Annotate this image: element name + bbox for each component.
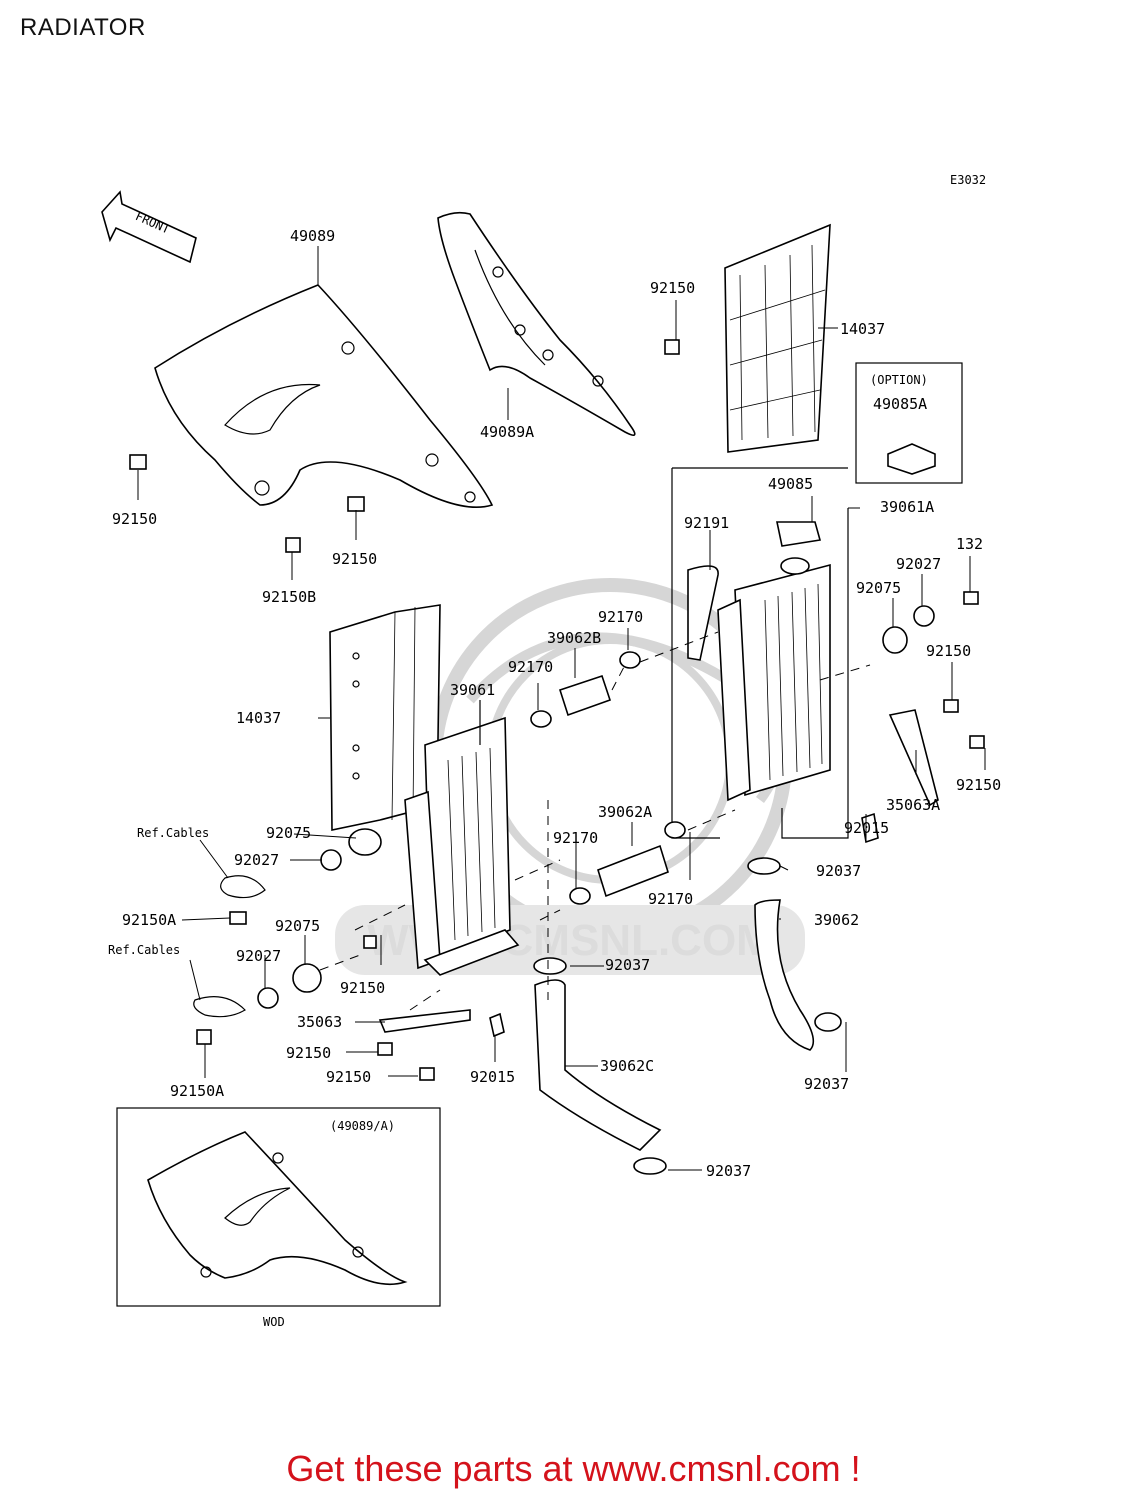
part-label: 92150	[332, 550, 377, 568]
part-label: 39062B	[547, 629, 601, 647]
part-label: 92027	[234, 851, 279, 869]
part-label: 92170	[648, 890, 693, 908]
part-label: 39061A	[880, 498, 934, 516]
clamps-and-fasteners	[129, 339, 985, 1175]
part-label: 39062C	[600, 1057, 654, 1075]
part-label: 92150	[286, 1044, 331, 1062]
shroud-49089a	[437, 211, 636, 436]
part-label: 92015	[470, 1068, 515, 1086]
part-label: 92150B	[262, 588, 316, 606]
page-title: RADIATOR	[20, 14, 146, 41]
part-label: 49089A	[480, 423, 534, 441]
part-label: 92150	[956, 776, 1001, 794]
part-label: 92150	[326, 1068, 371, 1086]
part-label: 92191	[684, 514, 729, 532]
part-labels: 49089 49089A 92150 14037 92150 92150 921…	[108, 227, 1001, 1180]
part-label: 92037	[706, 1162, 751, 1180]
hoses	[534, 674, 815, 1151]
part-label: 39062	[814, 911, 859, 929]
part-label: 92037	[816, 862, 861, 880]
ref-cables-label: Ref.Cables	[137, 826, 209, 840]
part-label: 14037	[236, 709, 281, 727]
part-label: 92027	[896, 555, 941, 573]
ref-cables-label: Ref.Cables	[108, 943, 180, 957]
part-label: 92075	[266, 824, 311, 842]
wod-header: (49089/A)	[330, 1119, 395, 1133]
part-label: 92150A	[122, 911, 176, 929]
part-label: 92150	[340, 979, 385, 997]
part-label: 92015	[844, 819, 889, 837]
part-label: 14037	[840, 320, 885, 338]
diagram-code: E3032	[950, 173, 986, 187]
front-arrow-icon: FRONT	[101, 190, 197, 264]
part-label: 92170	[553, 829, 598, 847]
alignment-lines	[319, 631, 871, 1011]
option-box: (OPTION) 49085A	[855, 362, 963, 484]
part-label: 92027	[236, 947, 281, 965]
part-label: 39061	[450, 681, 495, 699]
leader-lines	[137, 246, 986, 1171]
part-label: 92037	[804, 1075, 849, 1093]
part-label: 92150A	[170, 1082, 224, 1100]
part-label: 39062A	[598, 803, 652, 821]
option-part: 49085A	[873, 395, 927, 413]
wod-detail-box: (49089/A) WOD	[116, 1107, 441, 1329]
option-header: (OPTION)	[870, 373, 928, 387]
radiator-grille-right	[724, 223, 831, 453]
part-label: 49089	[290, 227, 335, 245]
part-label: 92075	[856, 579, 901, 597]
part-label: 35063	[297, 1013, 342, 1031]
shroud-49089	[154, 284, 494, 508]
part-label: 49085	[768, 475, 813, 493]
part-label: 92150	[112, 510, 157, 528]
part-label: 92170	[508, 658, 553, 676]
footer-link[interactable]: Get these parts at www.cmsnl.com !	[286, 1448, 861, 1489]
part-label: 92150	[650, 279, 695, 297]
part-label: 92150	[926, 642, 971, 660]
part-label: 92170	[598, 608, 643, 626]
part-label: 132	[956, 535, 983, 553]
exploded-parts-diagram: WWW.CMSNL.COM E3032 FRONT	[101, 173, 1001, 1329]
part-label: 92075	[275, 917, 320, 935]
part-label: 35063A	[886, 796, 940, 814]
wod-caption: WOD	[263, 1315, 285, 1329]
left-radiator	[404, 700, 520, 976]
part-label: 92037	[605, 956, 650, 974]
